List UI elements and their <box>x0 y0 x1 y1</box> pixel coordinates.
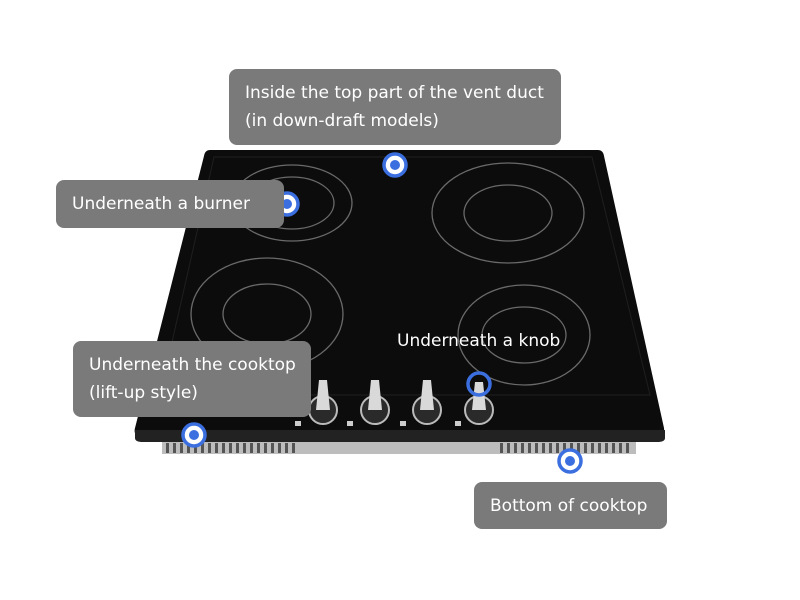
control-knob-icon <box>347 380 390 426</box>
callout-bottom-text: Bottom of cooktop <box>490 496 648 516</box>
grille-slot <box>257 443 260 453</box>
grille-slot <box>278 443 281 453</box>
grille-slot <box>514 443 517 453</box>
grille-slot <box>285 443 288 453</box>
grille-slot <box>577 443 580 453</box>
grille-slot <box>535 443 538 453</box>
callout-burner: Underneath a burner <box>56 180 284 228</box>
grille-slot <box>507 443 510 453</box>
grille-slot <box>166 443 169 453</box>
grille-slot <box>556 443 559 453</box>
callout-vent-duct-line2: (in down-draft models) <box>245 111 439 131</box>
grille-slot <box>173 443 176 453</box>
grille-slot <box>619 443 622 453</box>
grille-slot <box>222 443 225 453</box>
grille-slot <box>271 443 274 453</box>
marker-knob <box>466 371 492 397</box>
grille-slot <box>229 443 232 453</box>
grille-slot <box>626 443 629 453</box>
grille-slot <box>528 443 531 453</box>
grille-slot <box>215 443 218 453</box>
grille-slot <box>243 443 246 453</box>
grille-slot <box>500 443 503 453</box>
grille-slot <box>598 443 601 453</box>
grille-slot <box>563 443 566 453</box>
grille-slot <box>570 443 573 453</box>
control-knob-icon <box>295 380 338 426</box>
grille-slot <box>187 443 190 453</box>
grille-slot <box>264 443 267 453</box>
callout-vent-duct-line1: Inside the top part of the vent duct <box>245 83 544 103</box>
grille-slot <box>584 443 587 453</box>
marker-vent-duct <box>382 152 408 178</box>
grille-slot <box>208 443 211 453</box>
grille-slot <box>591 443 594 453</box>
callout-knob-text: Underneath a knob <box>397 331 561 351</box>
grille-slot <box>194 443 197 453</box>
grille-slot <box>612 443 615 453</box>
burner-bottom-right <box>457 284 591 386</box>
callout-lift-up-line2: (lift-up style) <box>89 383 198 403</box>
callout-bottom: Bottom of cooktop <box>474 482 667 529</box>
marker-bottom <box>557 448 583 474</box>
grille-slot <box>605 443 608 453</box>
grille-slot <box>292 443 295 453</box>
callout-lift-up: Underneath the cooktop (lift-up style) <box>73 341 311 417</box>
control-knob-icon <box>400 380 442 426</box>
grille-slot <box>201 443 204 453</box>
callout-burner-text: Underneath a burner <box>72 194 250 214</box>
grille-slot <box>549 443 552 453</box>
grille-slot <box>542 443 545 453</box>
grille-slot <box>250 443 253 453</box>
callout-vent-duct: Inside the top part of the vent duct (in… <box>229 69 561 145</box>
grille-slot <box>236 443 239 453</box>
burner-top-right <box>431 162 585 264</box>
grille-slot <box>521 443 524 453</box>
grille-slot <box>180 443 183 453</box>
callout-lift-up-line1: Underneath the cooktop <box>89 355 296 375</box>
marker-lift-up <box>181 422 207 448</box>
